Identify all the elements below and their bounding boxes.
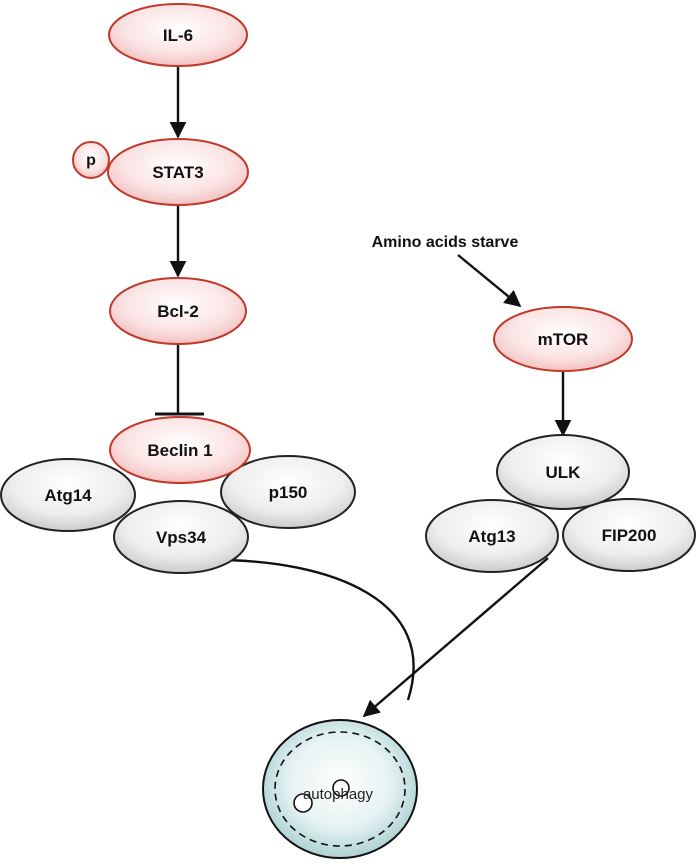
vps34-to-autophagy-curve <box>214 558 415 701</box>
fip200-node: FIP200 <box>562 498 696 572</box>
amino-acids-to-mtor-arrow <box>457 254 522 308</box>
phospho-node: p <box>72 141 110 179</box>
mtor-node: mTOR <box>493 306 633 372</box>
phospho-label: p <box>86 152 96 169</box>
vps34-label: Vps34 <box>156 528 207 547</box>
stat3-label: STAT3 <box>152 163 203 182</box>
bcl2-label: Bcl-2 <box>157 302 199 321</box>
vesicle-small-1 <box>332 779 350 797</box>
bcl2-node: Bcl-2 <box>109 277 247 345</box>
atg13-node: Atg13 <box>425 499 559 573</box>
atg14-label: Atg14 <box>44 486 92 505</box>
mtor-label: mTOR <box>538 330 589 349</box>
autophagy-label: autophagy <box>303 786 374 803</box>
beclin1-node: Beclin 1 <box>109 416 251 484</box>
p150-node: p150 <box>220 455 356 529</box>
amino-acids-starve-label: Amino acids starve <box>372 234 519 251</box>
vps34-node: Vps34 <box>113 500 249 574</box>
atg13-label: Atg13 <box>468 527 515 546</box>
ulk-complex-to-autophagy-arrow <box>362 557 549 718</box>
atg14-node: Atg14 <box>0 458 136 532</box>
fip200-label: FIP200 <box>602 526 657 545</box>
autophagy-cell: autophagy <box>262 719 418 859</box>
autophagosome-membrane <box>274 731 406 847</box>
ulk-node: ULK <box>496 434 630 510</box>
stat3-node: STAT3 <box>107 138 249 206</box>
il6-node: IL-6 <box>108 3 248 67</box>
il6-label: IL-6 <box>163 26 193 45</box>
vesicle-small-2 <box>293 793 313 813</box>
beclin1-label: Beclin 1 <box>147 441 212 460</box>
ulk-label: ULK <box>546 463 582 482</box>
p150-label: p150 <box>269 483 308 502</box>
